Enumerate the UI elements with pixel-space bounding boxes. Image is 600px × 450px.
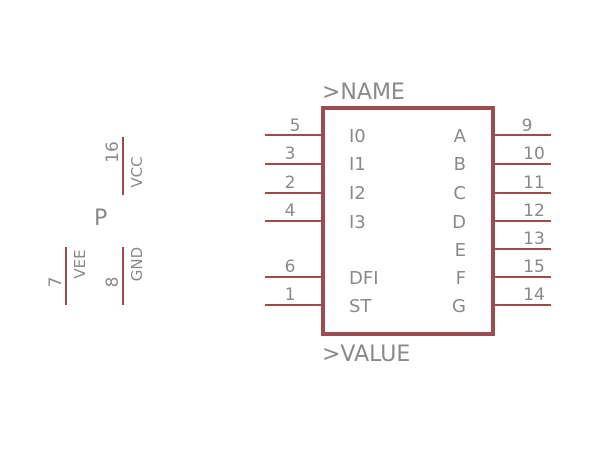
pin-label: I3 [349,212,366,233]
pin-label: B [454,154,466,175]
pin-label: ST [349,296,372,317]
right-pin-g[interactable]: 14 G [452,285,551,317]
right-pin-d[interactable]: 12 D [452,201,551,233]
pin-number: 14 [523,285,545,305]
right-pin-a[interactable]: 9 A [454,116,551,147]
pin-label: D [452,212,466,233]
name-label: >NAME [322,80,405,105]
pin-label: G [452,296,466,317]
pin-label: F [456,268,466,289]
pin-number: 13 [523,229,545,249]
pin-number: 4 [285,201,296,221]
value-label: >VALUE [322,342,410,367]
pin-number: 5 [290,116,301,136]
pin-label: E [455,240,466,261]
left-pin-dfi[interactable]: 6 DFI [265,257,379,289]
pin-label: A [454,126,467,147]
left-pin-i3[interactable]: 4 I3 [265,201,366,233]
power-pin-vcc[interactable]: 16 VCC [103,137,146,195]
pin-label: GND [128,247,146,281]
pin-number: 16 [103,141,123,163]
left-pin-st[interactable]: 1 ST [265,285,372,317]
power-pin-gnd[interactable]: 8 GND [103,247,146,305]
pin-label: I0 [349,126,366,147]
pin-label: DFI [349,268,379,289]
left-pin-i1[interactable]: 3 I1 [265,144,366,175]
left-pin-i2[interactable]: 2 I2 [265,173,366,204]
pin-number: 12 [523,201,545,221]
pin-label: I2 [349,183,366,204]
pin-number: 3 [285,144,296,164]
power-part-label: P [94,206,107,231]
right-pin-e[interactable]: 13 E [455,229,551,261]
pin-number: 8 [103,277,123,288]
right-pin-f[interactable]: 15 F [456,257,551,289]
pin-number: 7 [46,277,66,288]
pin-label: C [453,183,466,204]
pin-number: 15 [523,257,545,277]
pin-number: 2 [285,173,296,193]
pin-label: VEE [71,249,89,278]
pin-number: 6 [285,257,296,277]
pin-number: 1 [285,285,296,305]
pin-number: 11 [523,173,545,193]
right-pin-c[interactable]: 11 C [453,173,551,204]
pin-label: I1 [349,154,366,175]
pin-number: 9 [522,116,533,136]
power-pin-vee[interactable]: 7 VEE [46,247,89,305]
pin-number: 10 [523,144,545,164]
pin-label: VCC [128,156,146,187]
right-pin-b[interactable]: 10 B [454,144,551,175]
left-pin-i0[interactable]: 5 I0 [265,116,366,147]
